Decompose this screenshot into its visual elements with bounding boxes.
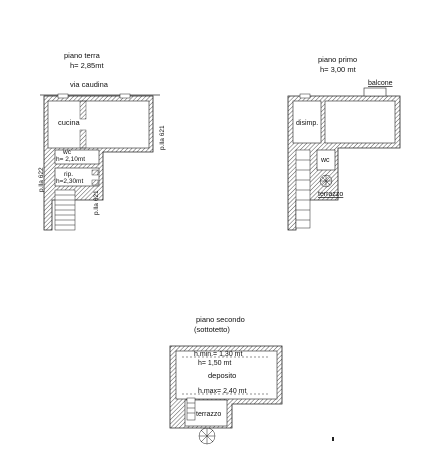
column [91,179,99,186]
column [91,169,99,176]
spiral-stair-first [319,174,333,188]
label-terrazzo-second: terrazzo [196,411,221,418]
label-wc-first: wc [320,157,330,164]
label-terrazzo-first: terrazzo [318,191,343,198]
staircase-second [186,397,196,421]
plot-label-right: p.lla 621 [159,125,166,150]
plan-second-title: piano secondo [196,315,245,324]
plan-second-floor: piano secondo (sottotetto) h.min.= 1,30 … [169,315,283,445]
label-hmin: h.min.= 1,30 mt [194,351,242,358]
plan-ground-title: piano terra [64,51,101,60]
room-deposito [175,350,278,400]
plan-first-height: h= 3,00 mt [320,65,357,74]
plot-label-left: p.lla 622 [38,167,45,192]
room-wc-ground [54,149,100,165]
room-main-first [324,100,396,144]
room-wc-first [316,149,336,171]
room-cucina [47,100,150,149]
window [119,93,131,99]
plan-first-title: piano primo [318,55,357,64]
balcony [363,87,387,97]
window [57,93,69,99]
label-wc: wc [62,149,72,156]
plot-label-bottom: p.lla 621 [93,190,100,215]
label-hmax: h.max= 2,40 mt [198,388,246,395]
plan-second-subtitle: (sottotetto) [194,325,230,334]
spiral-stair-second [198,427,216,445]
room-disimp [292,100,322,144]
label-cucina: cucina [58,118,81,127]
partition-wall [79,129,87,149]
window [299,93,311,99]
plan-ground-height: h= 2,85mt [70,61,104,70]
balcony-label: balcone [368,80,393,87]
room-rip [54,167,100,187]
plan-first-floor: piano primo h= 3,00 mt balcone [287,55,401,231]
label-rip: rip. [64,171,73,178]
label-wc-height: h= 2,10mt [56,156,85,163]
label-rip-height: h=2,30mt [56,178,83,185]
plan-ground-floor: piano terra h= 2,85mt via caudina [38,51,166,231]
label-deposito: deposito [208,371,236,380]
label-hmid: h= 1,50 mt [198,360,231,367]
staircase-first [295,149,311,229]
label-disimp: disimp. [296,120,318,127]
staircase-ground [54,189,76,231]
partition-wall [79,100,87,120]
scan-mark [332,437,334,441]
street-label: via caudina [70,80,109,89]
